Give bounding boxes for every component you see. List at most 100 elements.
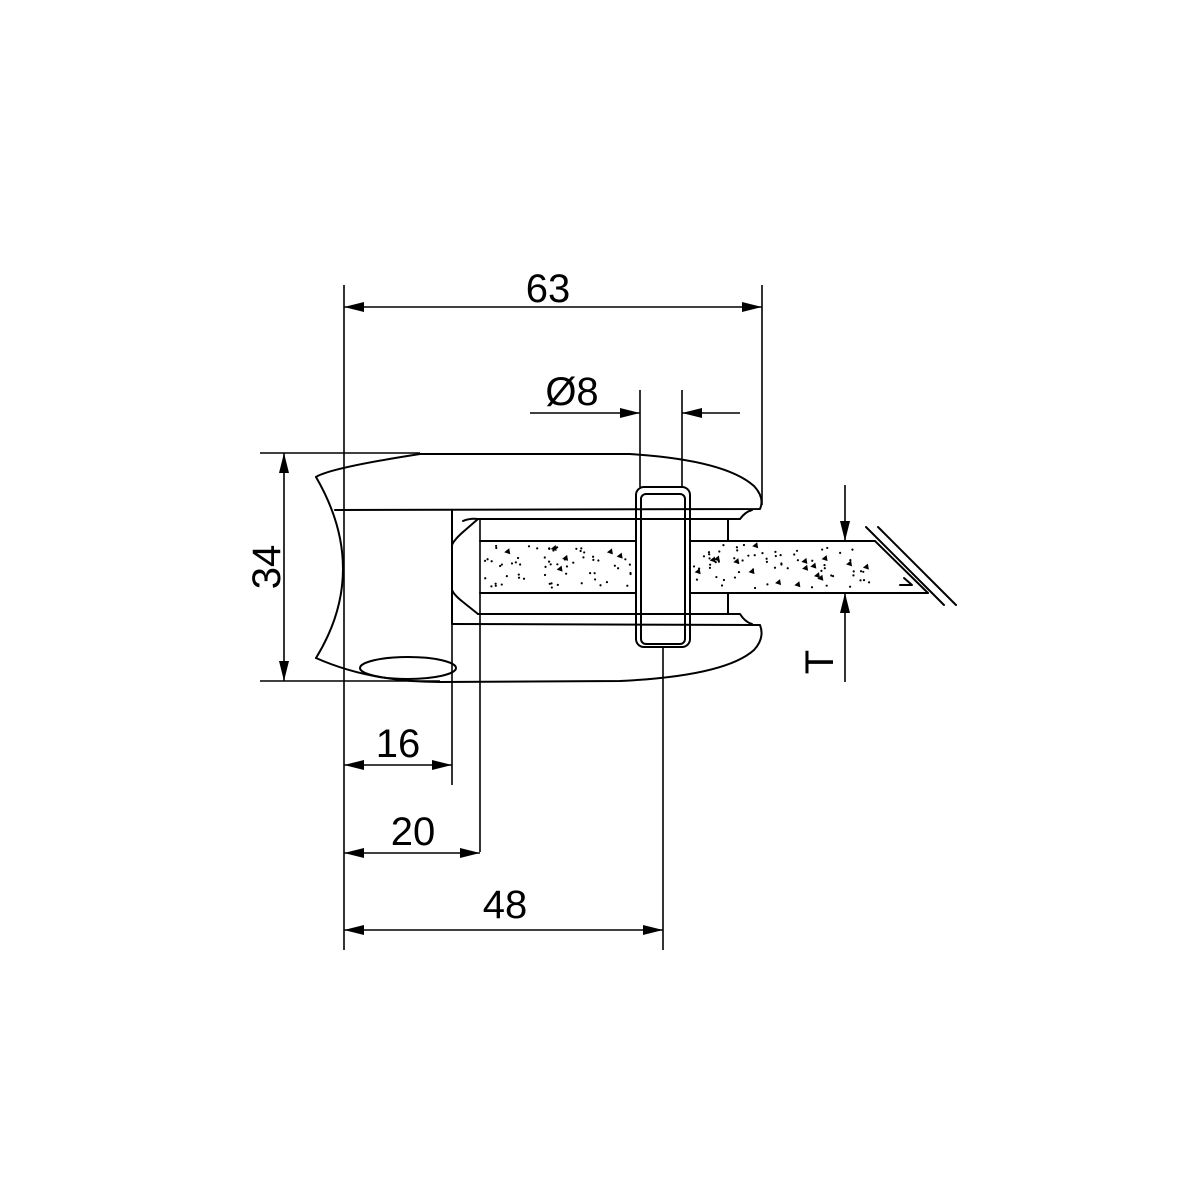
speckle	[582, 556, 585, 559]
speckle	[848, 585, 852, 588]
speckle	[522, 577, 526, 580]
speckle	[765, 560, 768, 563]
speckle	[613, 564, 616, 567]
speckle	[490, 585, 493, 588]
speckle	[500, 563, 503, 566]
speckle	[556, 565, 563, 572]
speckle	[720, 584, 724, 587]
speckle	[510, 562, 514, 565]
speckle	[736, 549, 739, 552]
speckle	[761, 551, 764, 555]
speckle	[709, 556, 716, 563]
speckle	[552, 549, 555, 552]
speckle	[605, 581, 609, 584]
speckle	[592, 555, 595, 558]
speckle	[548, 582, 551, 585]
dim-label-16: 16	[376, 722, 421, 766]
speckle	[794, 581, 801, 588]
speckle	[802, 564, 809, 571]
speckle	[796, 559, 799, 562]
speckle	[550, 544, 557, 551]
speckle	[519, 563, 522, 566]
speckle	[550, 582, 553, 585]
speckle	[514, 561, 517, 564]
screw-hole	[359, 656, 457, 680]
speckle	[862, 570, 865, 573]
speckle	[547, 560, 551, 563]
speckle	[722, 578, 726, 582]
speckle	[793, 553, 796, 556]
speckle	[692, 565, 696, 568]
dim-label-bolt-diameter: Ø8	[545, 370, 598, 414]
speckle	[839, 551, 842, 554]
speckle	[495, 546, 498, 550]
speckle	[494, 582, 497, 585]
speckle	[810, 586, 814, 589]
speckle	[821, 555, 828, 562]
speckle	[803, 560, 807, 563]
speckle	[597, 559, 600, 562]
speckle	[593, 578, 597, 581]
speckle	[592, 558, 595, 561]
speckle	[811, 559, 814, 562]
speckle	[500, 583, 503, 586]
speckle	[583, 551, 586, 554]
speckle	[549, 563, 552, 566]
speckle	[722, 544, 725, 547]
speckle	[562, 554, 569, 561]
speckle	[628, 563, 631, 566]
speckle	[555, 546, 558, 549]
speckle	[753, 554, 756, 557]
speckle	[831, 575, 835, 578]
speckle	[852, 570, 855, 573]
speckle	[593, 572, 596, 575]
speckle	[780, 563, 783, 566]
glass-speckle-pattern	[483, 542, 871, 590]
speckle	[495, 544, 498, 548]
speckle	[565, 572, 568, 575]
dim-label-34: 34	[245, 545, 289, 590]
speckle	[579, 549, 582, 553]
speckle	[715, 575, 718, 579]
speckle	[504, 548, 511, 555]
speckle	[742, 543, 746, 547]
speckle	[741, 559, 744, 562]
speckle	[849, 559, 852, 562]
speckle	[702, 555, 706, 558]
speckle	[527, 545, 531, 548]
speckle	[572, 561, 575, 564]
speckle	[765, 557, 768, 560]
speckle	[733, 576, 737, 579]
speckle	[599, 584, 602, 587]
speckle	[484, 577, 487, 580]
speckle	[517, 573, 520, 576]
speckle	[575, 547, 578, 550]
speckle	[852, 574, 855, 577]
speckle	[859, 570, 863, 573]
speckle	[718, 550, 721, 553]
dim-label-63: 63	[526, 267, 571, 311]
speckle	[851, 548, 854, 551]
speckle	[862, 579, 866, 582]
speckle	[629, 572, 632, 576]
speckle	[820, 569, 823, 572]
speckle	[753, 586, 757, 590]
speckle	[867, 581, 871, 584]
speckle	[709, 563, 712, 566]
speckle	[817, 574, 824, 581]
dim-label-48: 48	[483, 883, 528, 927]
speckle	[556, 583, 559, 586]
speckle	[505, 575, 508, 578]
speckle	[735, 546, 738, 549]
speckle	[499, 564, 502, 568]
speckle	[823, 563, 826, 567]
speckle	[766, 583, 769, 586]
speckle	[694, 568, 701, 575]
speckle	[556, 563, 559, 566]
speckle	[774, 554, 777, 558]
clamp-body	[315, 453, 763, 683]
speckle	[779, 554, 782, 557]
speckle	[830, 574, 833, 577]
speckle	[606, 548, 613, 555]
